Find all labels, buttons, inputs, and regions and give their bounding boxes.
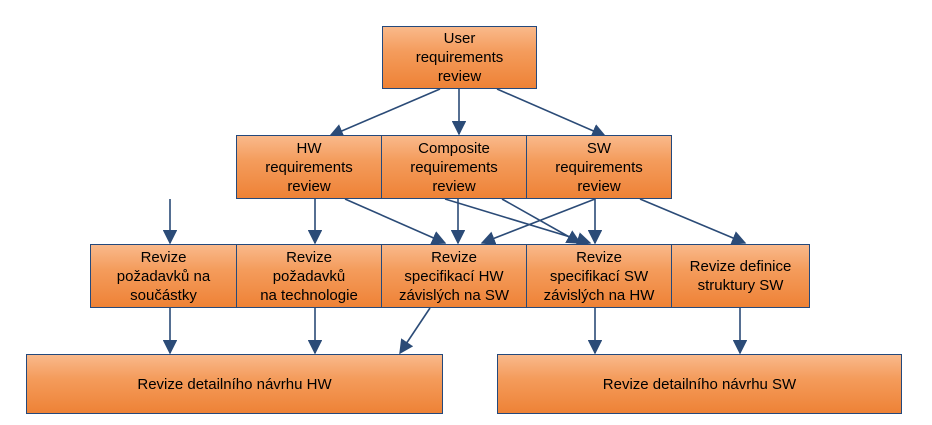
- node-revize-detailniho-navrhu-sw: Revize detailního návrhu SW: [497, 354, 902, 414]
- arrow-user_req-to-sw_req: [496, 88, 607, 138]
- node-label: Composite requirements review: [410, 139, 498, 195]
- node-label: HW requirements review: [265, 139, 353, 195]
- arrow-comp_req-to-rev_spec_sw: [501, 198, 582, 244]
- node-revize-detailniho-navrhu-hw: Revize detailního návrhu HW: [26, 354, 443, 414]
- arrow-sw_req-to-rev_definice: [639, 198, 747, 245]
- node-label: Revize požadavků na technologie: [260, 248, 358, 304]
- node-label: User requirements review: [415, 30, 504, 85]
- node-label: Revize detailního návrhu HW: [137, 375, 332, 393]
- node-user-requirements-review: User requirements review: [382, 26, 537, 89]
- arrow-user_req-to-hw_req: [328, 88, 441, 138]
- node-label: Revize specifikací SW závislých na HW: [543, 248, 655, 304]
- node-sw-requirements-review: SW requirements review: [526, 135, 672, 199]
- node-revize-specifikaci-hw: Revize specifikací HW závislých na SW: [381, 244, 527, 308]
- node-label: Revize požadavků na součástky: [116, 248, 211, 304]
- node-label: Revize definice struktury SW: [689, 258, 792, 294]
- node-label: SW requirements review: [555, 139, 643, 195]
- node-revize-pozadavku-na-technologie: Revize požadavků na technologie: [236, 244, 382, 308]
- arrow-sw_req-to-rev_spec_hw: [480, 198, 596, 246]
- node-revize-definice-struktury-sw: Revize definice struktury SW: [671, 244, 810, 308]
- node-composite-requirements-review: Composite requirements review: [381, 135, 527, 199]
- node-label: Revize detailního návrhu SW: [602, 375, 797, 393]
- arrow-hw_req-to-rev_spec_hw: [344, 198, 447, 245]
- arrow-rev_spec_hw-to-rev_navrh_hw: [399, 307, 431, 355]
- node-hw-requirements-review: HW requirements review: [236, 135, 382, 199]
- node-revize-pozadavku-na-soucastky: Revize požadavků na součástky: [90, 244, 237, 308]
- node-label: Revize specifikací HW závislých na SW: [398, 248, 510, 304]
- node-revize-specifikaci-sw: Revize specifikací SW závislých na HW: [526, 244, 672, 308]
